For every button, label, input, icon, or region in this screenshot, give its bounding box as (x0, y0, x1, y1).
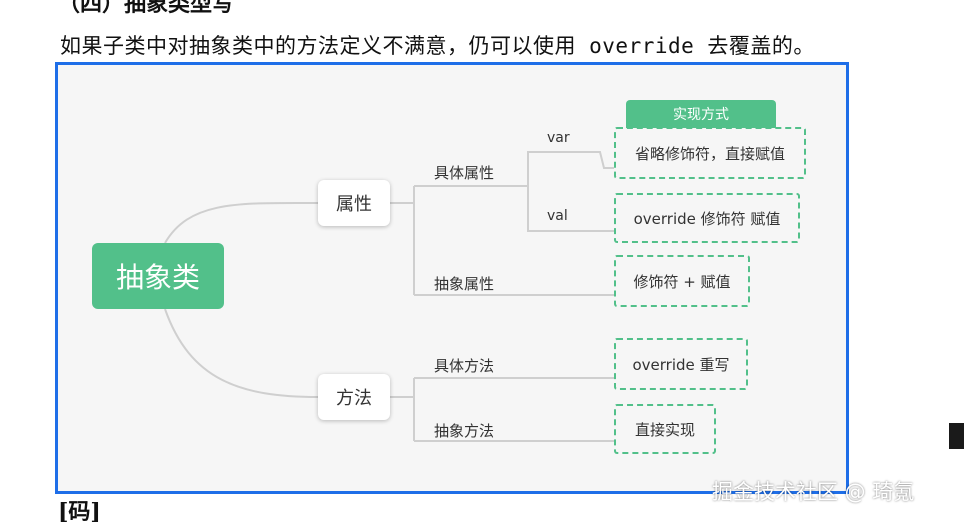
edge-scroll-marker (949, 423, 964, 449)
section-heading: （四）抽象类型写 (58, 0, 235, 17)
abstract-property-label: 抽象属性 (434, 275, 495, 293)
var-implementation-box: 省略修饰符，直接赋值 (614, 127, 806, 179)
next-section-heading: [码] (58, 499, 101, 525)
site-watermark: 掘金技术社区 @ 琦氪 (712, 480, 915, 504)
property-branch-node: 属性 (318, 180, 390, 226)
method-branch-node: 方法 (318, 374, 390, 420)
abstract-property-implementation-box: 修饰符 + 赋值 (614, 255, 750, 307)
var-label: var (547, 130, 570, 146)
val-label: val (547, 208, 568, 224)
abstract-method-implementation-box: 直接实现 (614, 404, 716, 454)
val-implementation-box: override 修饰符 赋值 (614, 193, 800, 243)
body-paragraph: 如果子类中对抽象类中的方法定义不满意，仍可以使用 override 去覆盖的。 (60, 34, 815, 58)
implementation-header: 实现方式 (626, 100, 776, 128)
concrete-method-label: 具体方法 (434, 357, 495, 375)
abstract-method-label: 抽象方法 (434, 422, 495, 440)
concrete-method-implementation-box: override 重写 (614, 338, 748, 390)
root-node: 抽象类 (92, 243, 224, 309)
concrete-property-label: 具体属性 (434, 164, 495, 182)
